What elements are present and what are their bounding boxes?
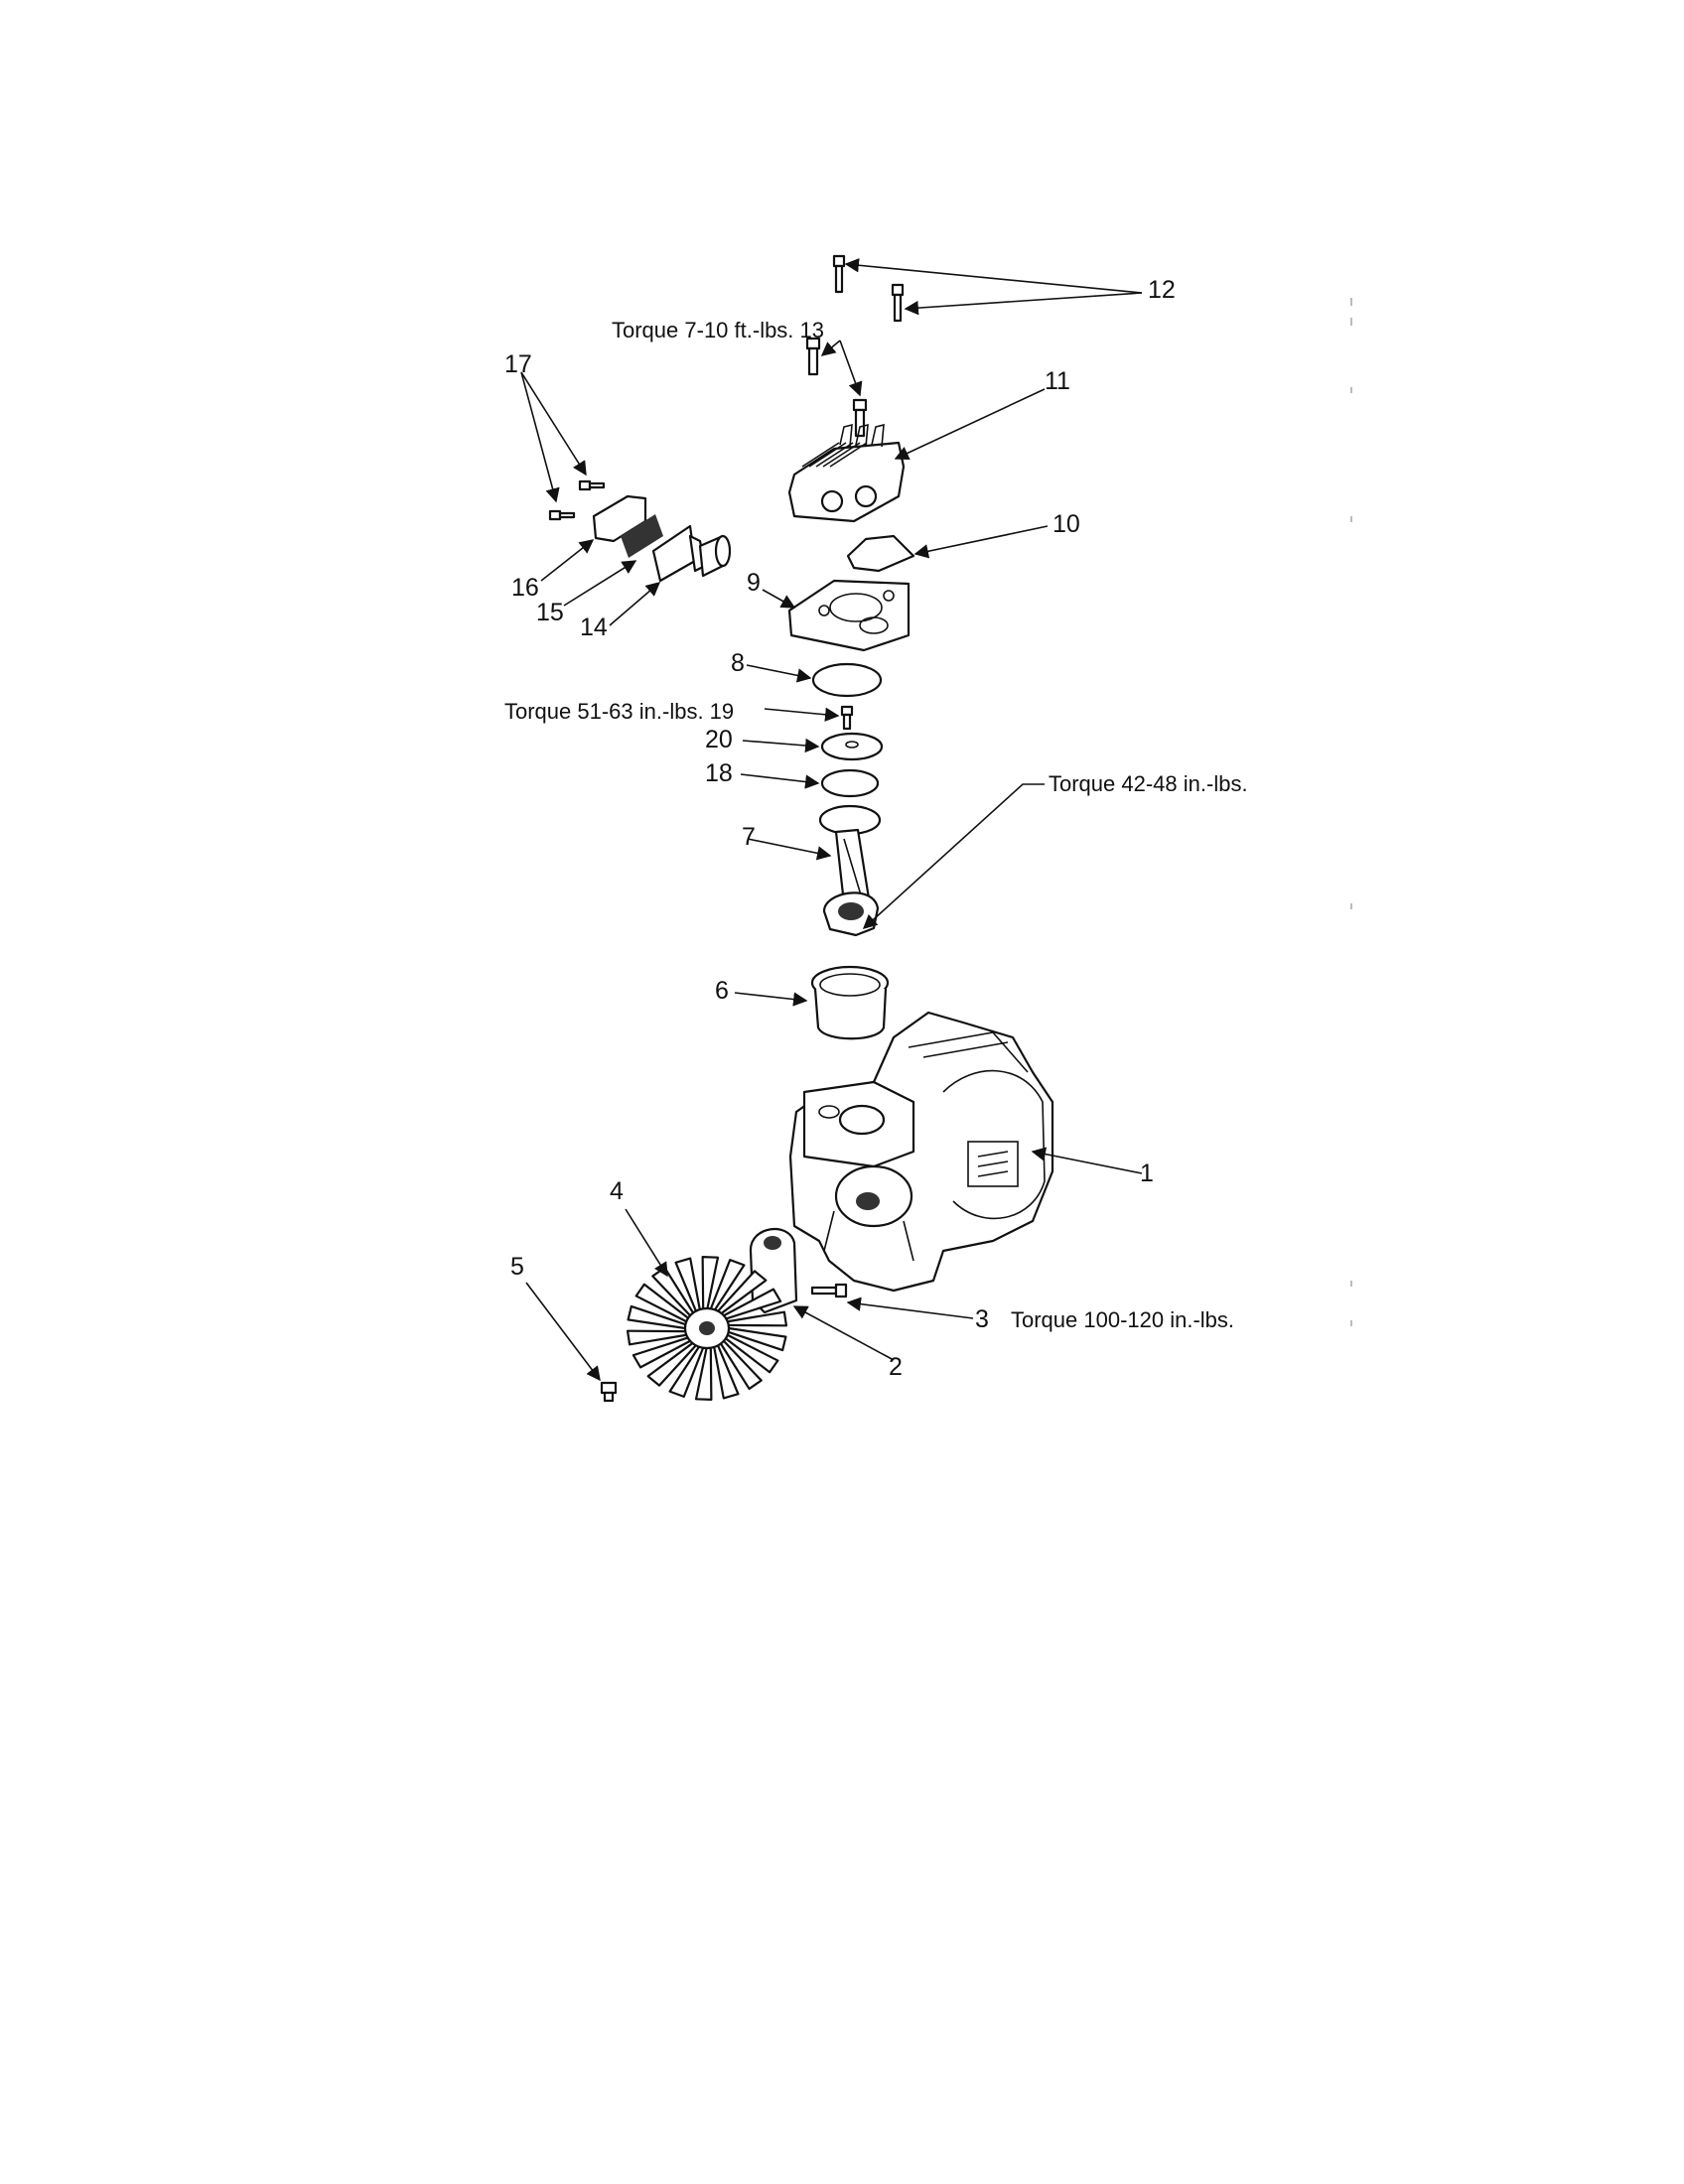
leader-8 (746, 664, 812, 683)
part-18-ring (820, 768, 880, 798)
leader-9 (762, 589, 796, 609)
callout-18: 18 (705, 759, 733, 787)
bolt-12b (891, 283, 905, 323)
torque-label-rod: Torque 42-48 in.-lbs. (1049, 771, 1248, 796)
callout-6: 6 (715, 977, 729, 1005)
part-15-filter-element (621, 514, 663, 558)
leader-5 (525, 1282, 601, 1382)
leader-1 (1031, 1147, 1143, 1174)
leader-13a (820, 340, 841, 356)
callout-15: 15 (536, 599, 564, 626)
leader-15 (563, 560, 637, 607)
part-10-gasket (846, 534, 915, 573)
leader-13b (839, 340, 863, 397)
leader-17b (520, 371, 587, 477)
screw-17b (578, 479, 606, 491)
part-9-valve-plate (787, 579, 911, 652)
callout-10: 10 (1052, 510, 1080, 538)
part-14-filter-housing (651, 524, 732, 583)
leader-19 (764, 707, 840, 722)
leader-10 (913, 525, 1049, 559)
callout-5: 5 (510, 1253, 524, 1281)
leader-7 (747, 838, 832, 861)
leader-2 (792, 1305, 895, 1361)
callout-11: 11 (1045, 367, 1070, 395)
callout-12: 12 (1148, 276, 1176, 304)
leader-14 (609, 582, 661, 626)
part-6-sleeve (810, 965, 890, 1040)
leader-17a (520, 371, 560, 503)
callout-1: 1 (1140, 1160, 1154, 1187)
callout-2: 2 (889, 1353, 903, 1381)
leader-12b (904, 292, 1143, 316)
leader-18 (740, 773, 820, 789)
callout-7: 7 (742, 823, 756, 851)
part-20-retainer (820, 732, 884, 761)
leader-rod-torque (862, 783, 1045, 929)
bolt-13b (852, 398, 868, 438)
callout-20: 20 (705, 726, 733, 753)
leader-11 (894, 388, 1046, 461)
callout-17: 17 (504, 350, 532, 378)
part-13-bolts (805, 337, 868, 438)
screw-17a (548, 509, 576, 521)
part-4-fan (626, 1256, 788, 1401)
leader-20 (742, 738, 820, 753)
torque-label-13: Torque 7-10 ft.-lbs. 13 (612, 318, 824, 342)
part-5-bolt (600, 1381, 618, 1403)
callout-4: 4 (610, 1177, 624, 1205)
leader-3 (846, 1297, 974, 1319)
torque-label-3: Torque 100-120 in.-lbs. (1011, 1307, 1234, 1332)
leader-12a (844, 258, 1143, 294)
part-17-screws (548, 479, 606, 521)
part-2-counterweight (749, 1228, 798, 1314)
part-3-bolt (810, 1283, 848, 1298)
fan-bore (699, 1321, 715, 1335)
callout-14: 14 (580, 614, 608, 641)
leader-16 (540, 539, 595, 582)
part-8-o-ring (811, 662, 883, 698)
part-7-connecting-rod (818, 804, 882, 937)
leader-6 (734, 992, 808, 1007)
torque-label-19: Torque 51-63 in.-lbs. 19 (504, 699, 734, 724)
bolt-12a (832, 254, 846, 294)
scan-specks (1350, 298, 1352, 1326)
leader-4 (625, 1208, 668, 1278)
part-12-bolts (832, 254, 905, 323)
part-19-screw (840, 705, 854, 731)
callout-9: 9 (747, 569, 761, 597)
callout-16: 16 (511, 574, 539, 602)
bolt-13a (805, 337, 821, 376)
part-11-cylinder-head (787, 423, 906, 523)
part-1-motor-crankcase (788, 1011, 1054, 1293)
callout-3: 3 (975, 1305, 989, 1333)
callout-8: 8 (731, 649, 745, 677)
